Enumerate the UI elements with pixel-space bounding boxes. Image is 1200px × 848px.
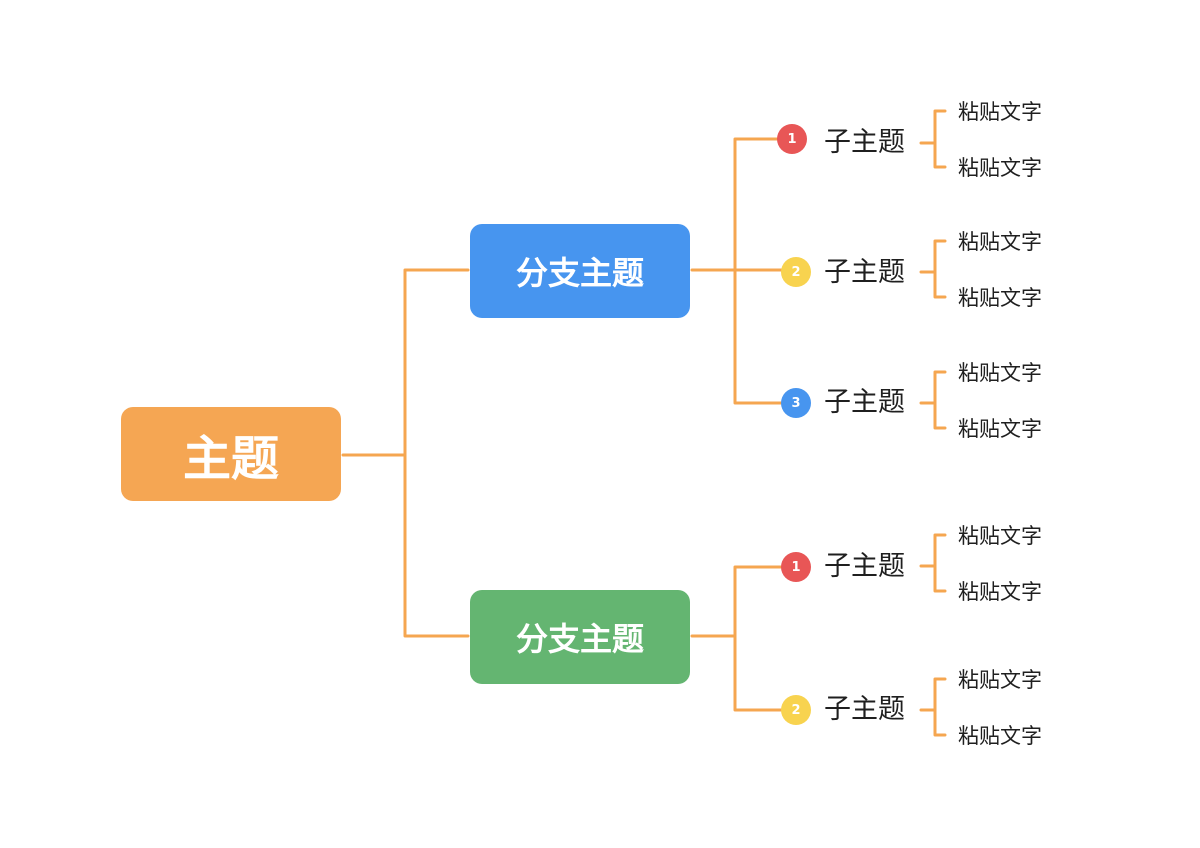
leaf-bracket xyxy=(919,109,947,169)
root-connector xyxy=(341,268,470,638)
priority-badge: 1 xyxy=(781,552,811,582)
subtopic-label[interactable]: 子主题 xyxy=(824,551,905,582)
leaf-text[interactable]: 粘贴文字 xyxy=(958,286,1042,310)
subtopic-label[interactable]: 子主题 xyxy=(824,127,905,158)
branch-2-connector xyxy=(690,565,784,712)
leaf-bracket xyxy=(919,677,947,737)
leaf-bracket xyxy=(919,533,947,593)
leaf-text[interactable]: 粘贴文字 xyxy=(958,100,1042,124)
branch-1-connector xyxy=(690,137,784,405)
branch-topic-label: 分支主题 xyxy=(515,620,644,658)
branch-topic-1[interactable]: 分支主题 xyxy=(470,224,690,318)
leaf-text[interactable]: 粘贴文字 xyxy=(958,580,1042,604)
leaf-text[interactable]: 粘贴文字 xyxy=(958,724,1042,748)
root-topic[interactable]: 主题 xyxy=(121,407,341,501)
leaf-text[interactable]: 粘贴文字 xyxy=(958,524,1042,548)
priority-badge: 1 xyxy=(777,124,807,154)
subtopic-label[interactable]: 子主题 xyxy=(824,257,905,288)
leaf-bracket xyxy=(919,239,947,299)
leaf-text[interactable]: 粘贴文字 xyxy=(958,156,1042,180)
subtopic-label[interactable]: 子主题 xyxy=(824,694,905,725)
priority-badge: 2 xyxy=(781,695,811,725)
leaf-text[interactable]: 粘贴文字 xyxy=(958,417,1042,441)
priority-badge: 3 xyxy=(781,388,811,418)
branch-topic-label: 分支主题 xyxy=(515,254,644,292)
priority-badge: 2 xyxy=(781,257,811,287)
leaf-text[interactable]: 粘贴文字 xyxy=(958,230,1042,254)
root-topic-label: 主题 xyxy=(182,431,279,487)
leaf-text[interactable]: 粘贴文字 xyxy=(958,361,1042,385)
leaf-bracket xyxy=(919,370,947,430)
subtopic-label[interactable]: 子主题 xyxy=(824,387,905,418)
branch-topic-2[interactable]: 分支主题 xyxy=(470,590,690,684)
leaf-text[interactable]: 粘贴文字 xyxy=(958,668,1042,692)
